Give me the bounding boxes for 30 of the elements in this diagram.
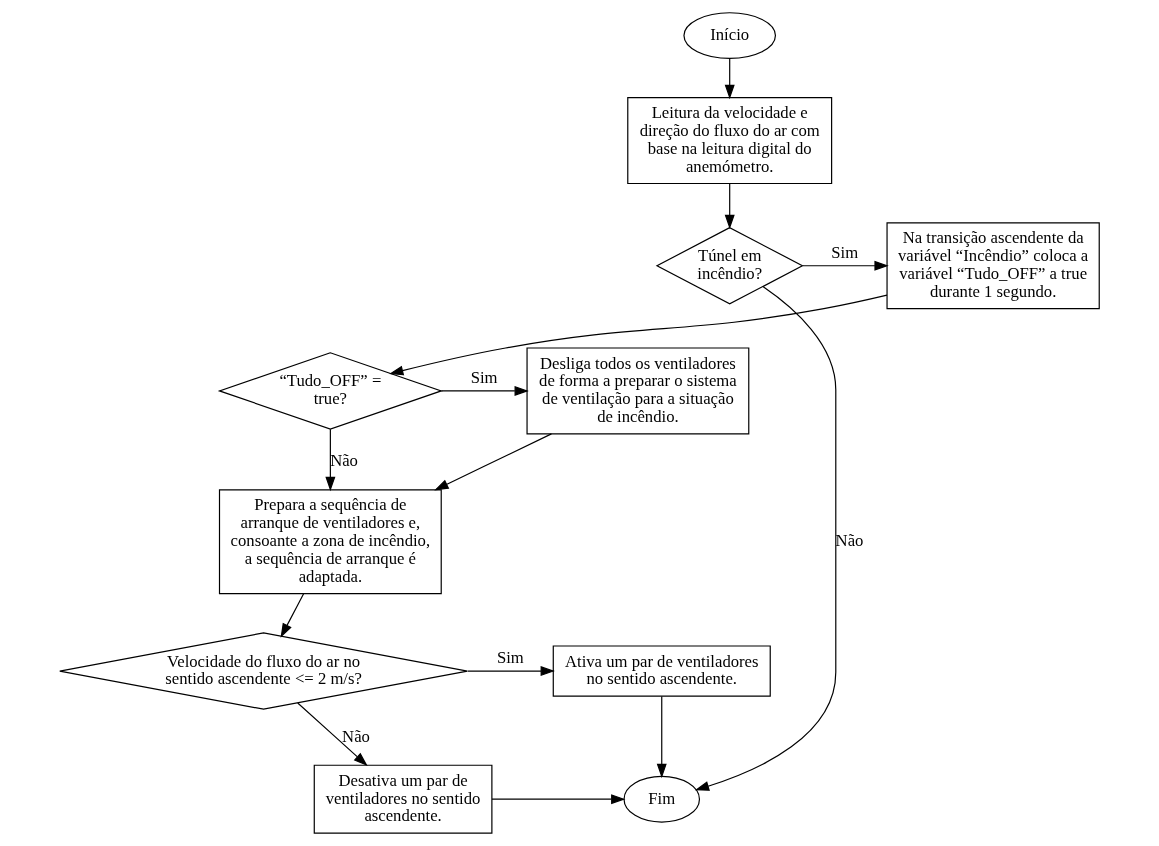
arrow <box>802 260 889 271</box>
edge-label: Sim <box>470 367 498 387</box>
arrow <box>389 294 888 376</box>
node-box: Ativa um par de ventiladores no sentido ascendente. <box>552 645 771 697</box>
edge-label: Não <box>835 531 864 551</box>
arrow <box>297 702 368 767</box>
node-box: Desliga todos os ventiladores de forma a preparar o sistema de ventilação para a situação de incêndio. <box>526 347 750 435</box>
edge-label: Sim <box>831 242 859 262</box>
node-diamond: “Tudo_OFF” = true? <box>217 352 444 430</box>
arrow <box>491 794 626 805</box>
node-box: Leitura da velocidade e direção do fluxo do ar com base na leitura digital do anemómetro. <box>627 97 833 185</box>
arrow <box>724 57 735 100</box>
node-box: Na transição ascendente da variável “Incêndio” coloca a variável “Tudo_OFF” a true durante 1 segundo. <box>886 222 1100 310</box>
node-diamond: Velocidade do fluxo do ar no sentido ascendente <= 2 m/s? <box>59 632 469 710</box>
arrow <box>467 666 555 677</box>
arrow <box>280 593 305 638</box>
arrow <box>656 695 667 779</box>
edge-label: Sim <box>496 647 524 667</box>
node-diamond: Túnel em incêndio? <box>655 226 804 305</box>
arrow <box>434 433 553 491</box>
node-box: Prepara a sequência de arranque de ventiladores e, consoante a zona de incêndio, a sequência de arranque é adaptada. <box>218 489 442 595</box>
edge-label: Não <box>330 451 358 471</box>
arrow <box>440 385 529 396</box>
node-ellipse: Início <box>683 12 777 60</box>
arrow <box>325 428 336 492</box>
node-box: Desativa um par de ventiladores no sentido ascendente. <box>313 764 493 834</box>
edge-label: Não <box>342 726 370 746</box>
node-ellipse: Fim <box>623 775 701 823</box>
arrow <box>724 183 735 230</box>
arrow <box>694 286 837 791</box>
